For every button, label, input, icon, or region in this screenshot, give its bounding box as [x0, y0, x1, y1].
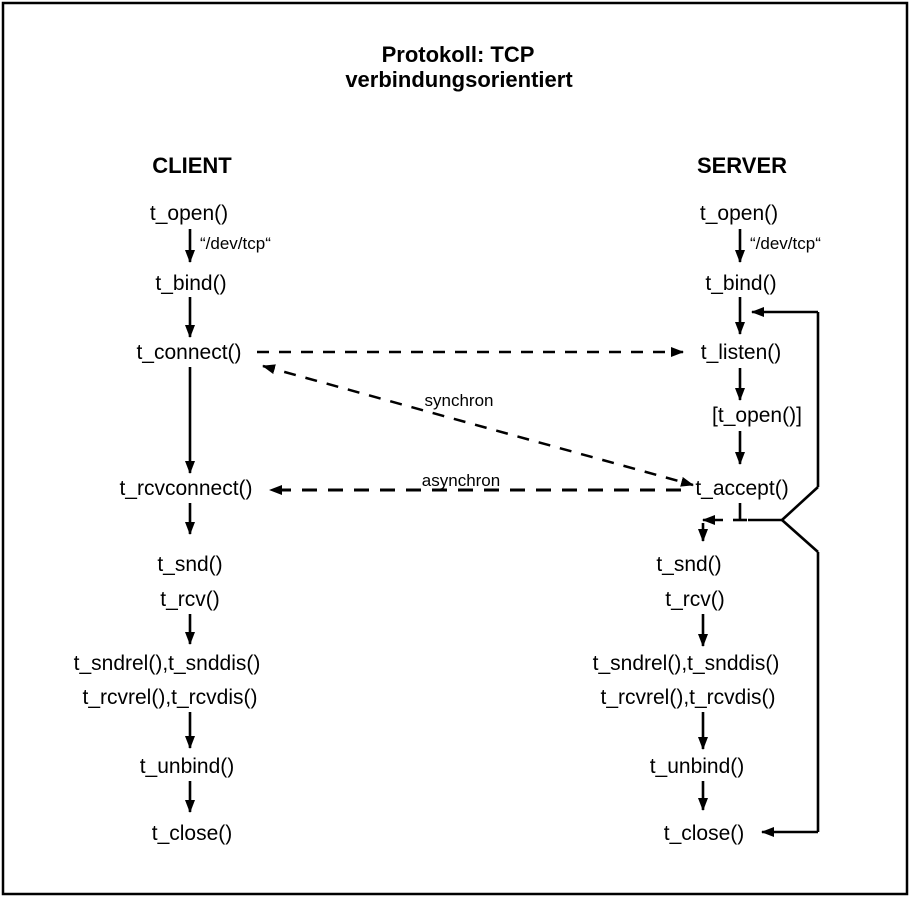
client-t-rcvrel-rcvdis-label: t_rcvrel(),t_rcvdis(): [82, 686, 257, 709]
server-t-listen-label: t_listen(): [701, 341, 782, 364]
label-asynchron: asynchron: [422, 471, 500, 490]
server-t-open-optional-label: [t_open()]: [712, 404, 802, 427]
client-t-close-label: t_close(): [152, 822, 233, 845]
server-t-sndrel-snddis-label: t_sndrel(),t_snddis(): [593, 652, 780, 675]
client-t-bind-label: t_bind(): [155, 272, 226, 295]
server-t-rcvrel-rcvdis-label: t_rcvrel(),t_rcvdis(): [600, 686, 775, 709]
rail-kink-lower-diagonal: [781, 519, 819, 553]
title-line-1: Protokoll: TCP: [382, 42, 535, 67]
client-t-open-label: t_open(): [150, 202, 228, 225]
server-t-rcv-label: t_rcv(): [665, 588, 725, 611]
server-t-unbind-label: t_unbind(): [650, 755, 745, 778]
client-dev-tcp-label: “/dev/tcp“: [200, 234, 271, 253]
server-t-close-label: t_close(): [664, 822, 745, 845]
label-synchron: synchron: [425, 391, 494, 410]
client-t-connect-label: t_connect(): [136, 341, 241, 364]
client-t-snd-label: t_snd(): [157, 553, 222, 576]
dashed-arrow-synchron-accept-connect: [262, 364, 694, 487]
server-heading: SERVER: [697, 153, 787, 178]
server-dev-tcp-label: “/dev/tcp“: [750, 234, 821, 253]
client-heading: CLIENT: [152, 153, 232, 178]
rail-kink-upper-diagonal: [781, 486, 819, 521]
server-t-snd-label: t_snd(): [656, 553, 721, 576]
server-t-accept-label: t_accept(): [695, 477, 788, 500]
client-t-unbind-label: t_unbind(): [140, 755, 235, 778]
client-t-sndrel-snddis-label: t_sndrel(),t_snddis(): [74, 652, 261, 675]
server-t-open-label: t_open(): [700, 202, 778, 225]
title-line-2: verbindungsorientiert: [345, 67, 573, 92]
client-t-rcvconnect-label: t_rcvconnect(): [119, 477, 252, 500]
client-t-rcv-label: t_rcv(): [160, 588, 220, 611]
server-t-bind-label: t_bind(): [705, 272, 776, 295]
